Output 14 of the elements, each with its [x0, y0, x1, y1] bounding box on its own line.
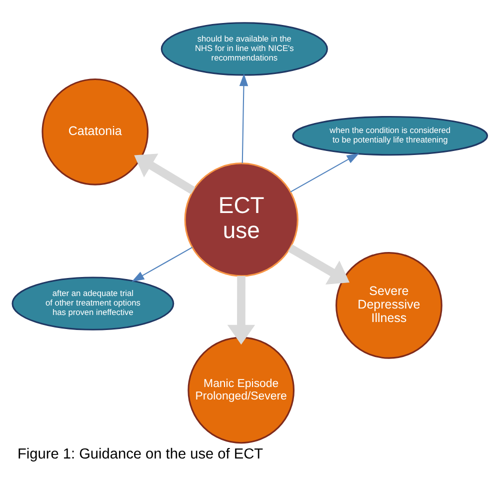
arrow	[227, 275, 256, 344]
arrow	[134, 153, 196, 194]
arrow	[239, 73, 248, 163]
arrow	[132, 246, 193, 282]
node-ellipse: after an adequate trial of other treatment options has proven ineffective	[12, 276, 174, 330]
node-circle: ECT use	[184, 162, 298, 276]
caption: Figure 1: Guidance on the use of ECT	[18, 446, 264, 462]
arrow	[288, 244, 350, 284]
node-ellipse: when the condition is considered to be potentially life threatening	[292, 115, 488, 156]
node-circle: Catatonia	[42, 78, 149, 185]
node-circle: Manic Episode Prolonged/Severe	[188, 336, 295, 444]
node-ellipse: should be available in the NHS for in line with NICE's recommendations	[160, 22, 328, 76]
node-circle: Severe Depressive Illness	[336, 252, 442, 358]
arrow	[290, 152, 360, 192]
